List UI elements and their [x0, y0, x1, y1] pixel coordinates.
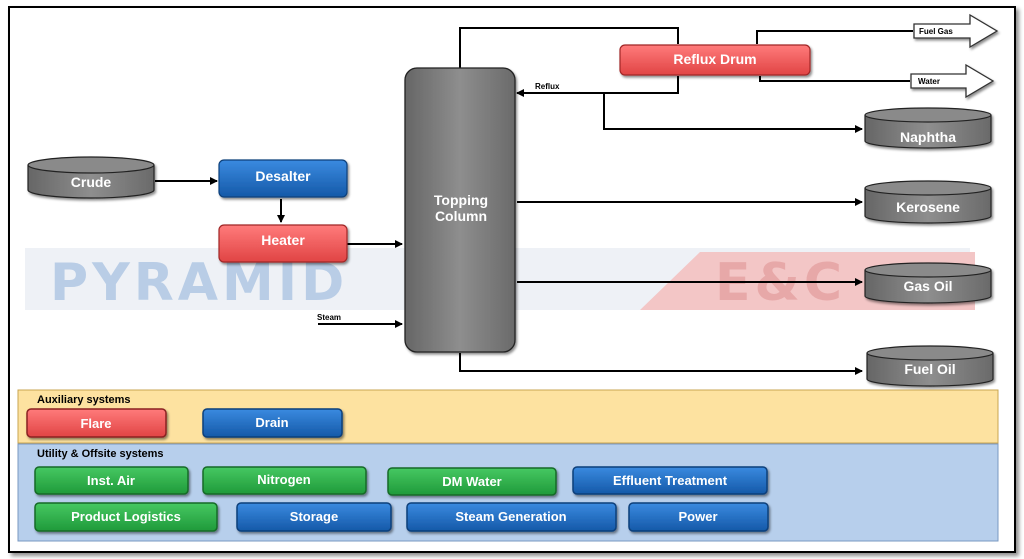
tank-fuel-oil-label: Fuel Oil: [904, 361, 955, 377]
util-power: Power: [628, 502, 769, 532]
watermark-text-left: PYRAMID: [50, 253, 348, 313]
utility-panel: Utility & Offsite systems Inst. Air Nitr…: [17, 443, 999, 542]
column-label-line1: Topping: [434, 192, 488, 208]
util-steam-generation: Steam Generation: [406, 502, 617, 532]
util-inst-air: Inst. Air: [34, 466, 189, 495]
tank-naphtha: [864, 107, 992, 149]
tank-gas-oil: [864, 262, 992, 304]
util-dm-water-label: DM Water: [442, 474, 501, 489]
line-overhead-drum: [459, 27, 679, 68]
auxiliary-panel-bg: [17, 389, 999, 444]
tank-crude-label: Crude: [71, 174, 112, 190]
util-storage-label: Storage: [290, 509, 338, 524]
tank-naphtha-label: Naphtha: [900, 129, 956, 145]
auxiliary-panel: Auxiliary systems Flare Drain: [17, 389, 999, 444]
box-desalter: Desalter: [218, 159, 348, 198]
water-label: Water: [918, 77, 940, 86]
util-steam-generation-label: Steam Generation: [455, 509, 566, 524]
tank-fuel-oil: [866, 345, 994, 387]
tank-kerosene-label: Kerosene: [896, 199, 960, 215]
aux-drain-label: Drain: [255, 415, 288, 430]
arrow-water: Water: [910, 63, 995, 99]
flow-lines: [155, 27, 913, 375]
util-product-logistics: Product Logistics: [34, 502, 218, 532]
util-nitrogen-label: Nitrogen: [257, 472, 311, 487]
tank-gas-oil-label: Gas Oil: [903, 278, 952, 294]
util-effluent-treatment: Effluent Treatment: [572, 466, 768, 495]
util-effluent-treatment-label: Effluent Treatment: [613, 473, 728, 488]
reflux-drum-label: Reflux Drum: [673, 51, 756, 67]
box-heater: Heater: [218, 224, 348, 263]
arrow-fuel-gas: Fuel Gas: [913, 13, 999, 49]
line-fuel-gas: [756, 30, 913, 44]
column-label-line2: Column: [435, 208, 487, 224]
util-power-label: Power: [678, 509, 717, 524]
auxiliary-title: Auxiliary systems: [37, 394, 131, 406]
heater-label: Heater: [261, 232, 305, 248]
utility-title: Utility & Offsite systems: [37, 448, 164, 460]
util-inst-air-label: Inst. Air: [87, 473, 135, 488]
steam-label: Steam: [317, 313, 341, 322]
util-dm-water: DM Water: [387, 467, 557, 496]
util-nitrogen: Nitrogen: [202, 466, 367, 495]
reflux-label: Reflux: [535, 82, 560, 91]
aux-flare-label: Flare: [80, 416, 111, 431]
line-reflux: [516, 76, 679, 97]
fuel-gas-label: Fuel Gas: [919, 27, 953, 36]
tank-crude: [27, 156, 155, 199]
topping-column: Topping Column: [404, 67, 516, 353]
aux-drain: Drain: [202, 408, 343, 438]
line-naphtha: [603, 93, 863, 133]
desalter-label: Desalter: [255, 168, 311, 184]
line-fuel-oil: [459, 353, 863, 375]
util-storage: Storage: [236, 502, 392, 532]
util-product-logistics-label: Product Logistics: [71, 509, 181, 524]
line-water: [759, 76, 910, 82]
tank-kerosene: [864, 180, 992, 224]
box-reflux-drum: Reflux Drum: [619, 44, 811, 76]
aux-flare: Flare: [26, 408, 167, 438]
